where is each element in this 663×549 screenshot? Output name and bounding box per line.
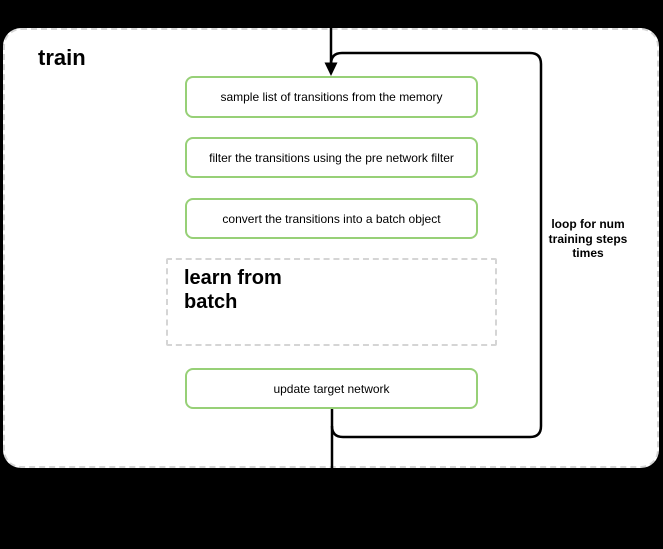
loop-annotation: loop for num training steps times xyxy=(548,217,628,261)
subprocess-learn-from-batch: learn from batch xyxy=(166,258,497,346)
subprocess-learn-from-batch-label: learn from batch xyxy=(184,267,282,313)
step-filter-transitions: filter the transitions using the pre net… xyxy=(185,137,478,178)
train-group-title: train xyxy=(38,45,86,70)
step-sample-transitions: sample list of transitions from the memo… xyxy=(185,76,478,118)
step-update-target-network: update target network xyxy=(185,368,478,409)
step-convert-batch: convert the transitions into a batch obj… xyxy=(185,198,478,239)
